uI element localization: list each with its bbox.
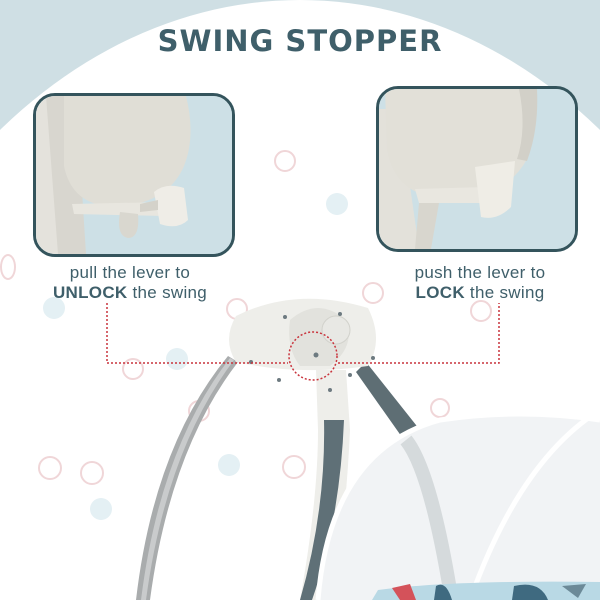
decor-dot	[166, 348, 188, 370]
decor-ring	[282, 455, 306, 479]
decor-ring	[470, 300, 492, 322]
callout-lines	[106, 303, 500, 381]
decor-ring	[122, 358, 144, 380]
lock-caption-line1: push the lever to	[414, 263, 546, 282]
decor-ring	[274, 150, 296, 172]
unlock-caption: pull the lever to UNLOCK the swing	[30, 263, 230, 303]
page-title: SWING STOPPER	[157, 24, 443, 58]
lock-lever-photo	[376, 86, 578, 252]
decor-dot	[218, 454, 240, 476]
decor-dot	[90, 498, 112, 520]
decor-ring	[38, 456, 62, 480]
decor-ring	[80, 461, 104, 485]
swing-hub-closeup-illustration	[36, 96, 232, 254]
swing-hub-closeup-illustration	[379, 89, 575, 249]
lock-caption: push the lever to LOCK the swing	[380, 263, 580, 303]
unlock-emphasis: UNLOCK	[52, 283, 128, 302]
decor-ring	[0, 254, 16, 280]
unlock-lever-photo	[33, 93, 235, 257]
lock-caption-rest: the swing	[464, 283, 545, 302]
unlock-caption-line1: pull the lever to	[69, 263, 191, 282]
lock-caption-line2: LOCK the swing	[380, 283, 580, 303]
unlock-caption-rest: the swing	[127, 283, 208, 302]
decor-dot	[326, 193, 348, 215]
decor-ring	[362, 282, 384, 304]
lock-emphasis: LOCK	[415, 283, 465, 302]
decor-dot	[43, 297, 65, 319]
decor-ring	[430, 398, 450, 418]
unlock-caption-line2: UNLOCK the swing	[30, 283, 230, 303]
